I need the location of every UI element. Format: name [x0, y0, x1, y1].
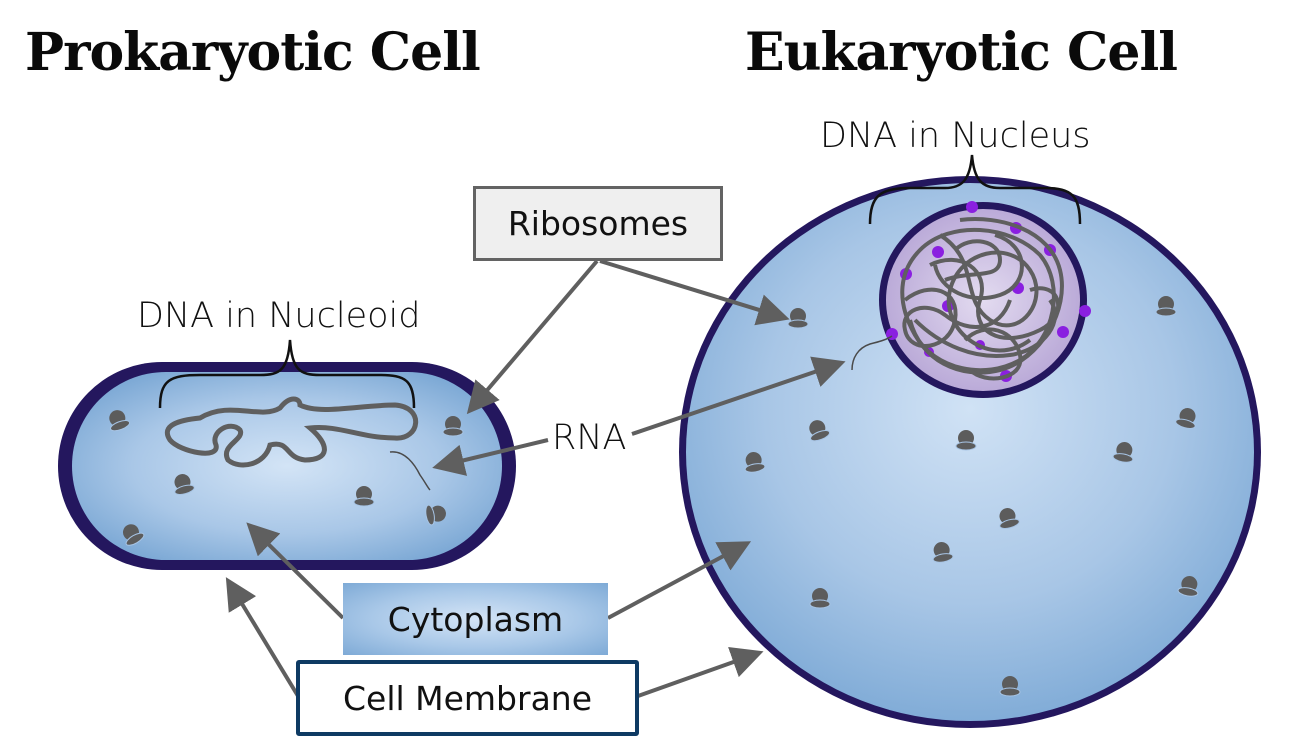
arrow-membrane-to-eukaryote: [637, 646, 764, 698]
nucleoid-bracket: [158, 339, 416, 409]
chromatin-dna: [900, 217, 1064, 381]
dna-in-nucleus-label: DNA in Nucleus: [820, 116, 1091, 156]
cell-membrane-label-box: Cell Membrane: [296, 660, 639, 736]
eukaryotic-cell-title: Eukaryotic Cell: [745, 22, 1178, 83]
ribosomes-label: Ribosomes: [507, 204, 689, 243]
arrow-cytoplasm-to-eukaryote: [607, 541, 752, 620]
cytoplasm-label: Cytoplasm: [387, 599, 564, 639]
dna-in-nucleoid-label: DNA in Nucleoid: [137, 296, 421, 336]
ribosomes-label-box: Ribosomes: [473, 186, 723, 261]
nucleus-bracket: [868, 154, 1082, 225]
eukaryotic-rna: [851, 335, 893, 371]
arrow-rna-to-eukaryote: [631, 356, 846, 436]
arrow-membrane-to-prokaryote: [225, 577, 300, 698]
eukaryotic-cytoplasm: [686, 183, 1254, 721]
eukaryotic-cell: [679, 154, 1261, 728]
pointer-arrows: [225, 259, 846, 698]
arrow-cytoplasm-to-prokaryote: [246, 522, 345, 620]
arrow-ribosomes-to-prokaryote: [466, 259, 599, 415]
prokaryotic-rna: [389, 451, 431, 491]
cytoplasm-label-box: Cytoplasm: [343, 583, 608, 655]
rna-label: RNA: [550, 418, 629, 458]
nucleoid-dna: [165, 396, 419, 468]
prokaryotic-cytoplasm: [72, 372, 502, 560]
prokaryotic-cell: [58, 339, 516, 570]
arrow-rna-to-prokaryote: [432, 438, 549, 476]
prokaryotic-cell-title: Prokaryotic Cell: [25, 22, 481, 83]
cell-membrane-label: Cell Membrane: [342, 678, 593, 718]
arrow-ribosomes-to-eukaryote: [599, 259, 790, 326]
